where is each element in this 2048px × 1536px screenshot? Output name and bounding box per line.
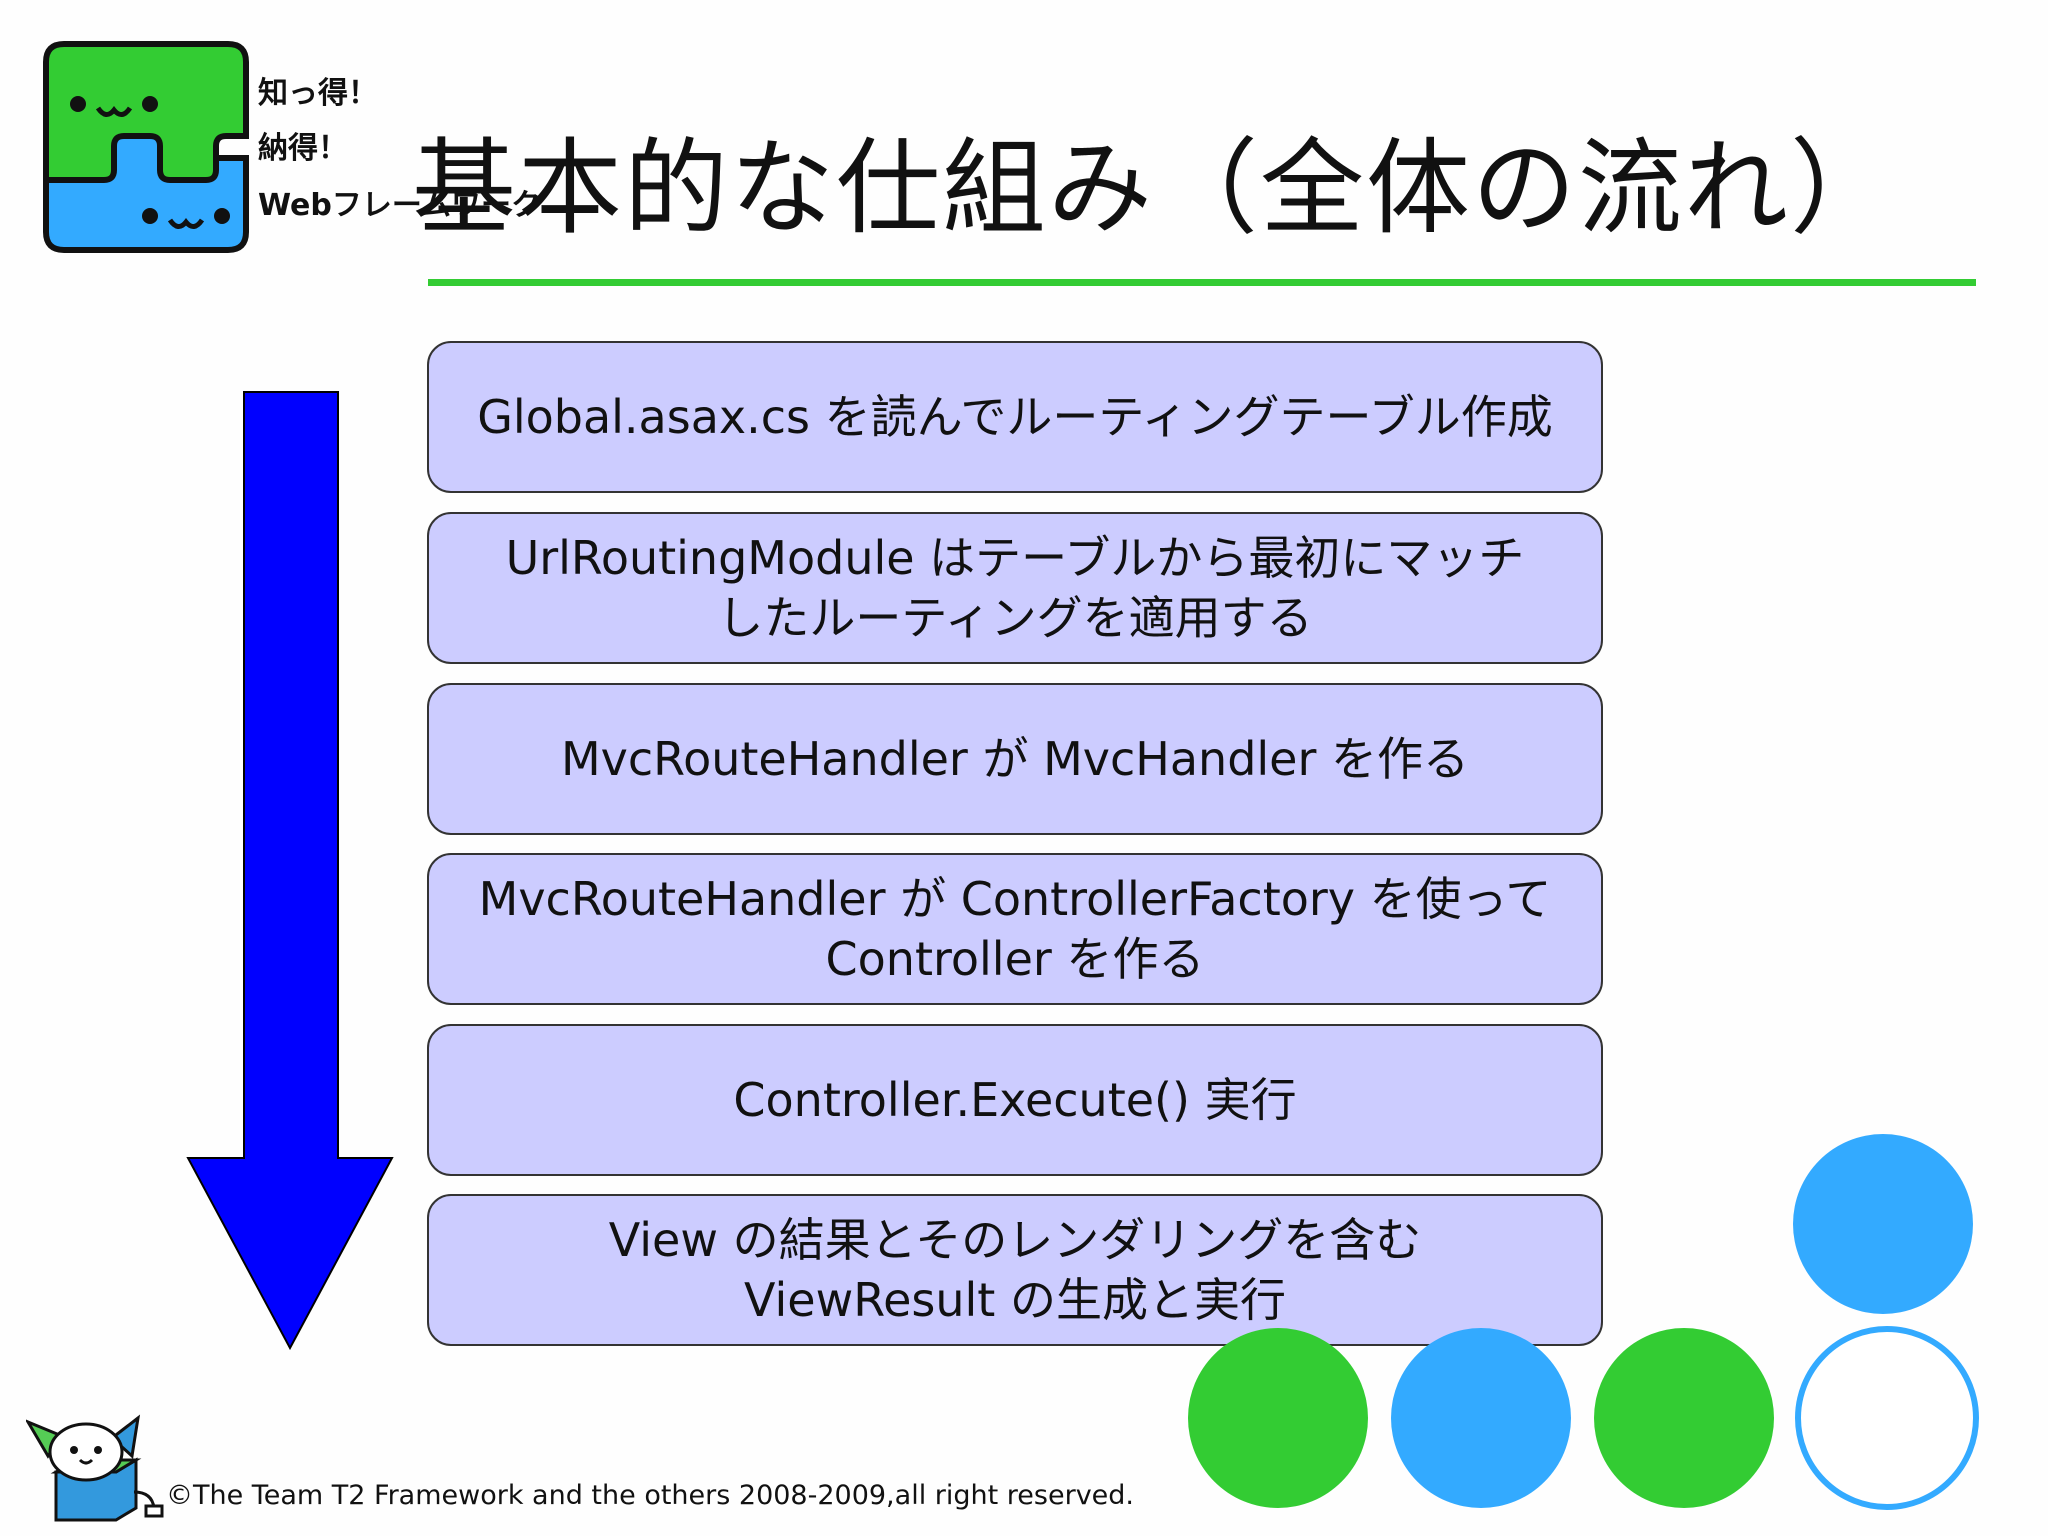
decorative-circle-green-1 <box>1188 1328 1368 1508</box>
logo-text-line-1: 知っ得！ <box>258 76 378 111</box>
flow-step-6-text: View の結果とそのレンダリングを含む ViewResult の生成と実行 <box>608 1213 1422 1327</box>
logo-text-line-2: 納得！ <box>258 131 348 166</box>
mascot-icon <box>26 1414 164 1522</box>
flow-step-1: Global.asax.cs を読んでルーティングテーブル作成 <box>427 341 1603 493</box>
flow-step-3-text: MvcRouteHandler が MvcHandler を作る <box>560 732 1470 786</box>
down-arrow-icon <box>186 391 394 1351</box>
flow-step-4-text: MvcRouteHandler が ControllerFactory を使って… <box>478 872 1552 986</box>
flow-step-2-text: UrlRoutingModule はテーブルから最初にマッチ したルーティングを… <box>505 531 1525 645</box>
flow-step-3: MvcRouteHandler が MvcHandler を作る <box>427 683 1603 835</box>
t2-logo-icon <box>43 41 249 253</box>
decorative-circle-blue-1 <box>1391 1328 1571 1508</box>
copyright-footer: ©The Team T2 Framework and the others 20… <box>166 1480 1135 1511</box>
decorative-circle-green-2 <box>1594 1328 1774 1508</box>
flow-step-2: UrlRoutingModule はテーブルから最初にマッチ したルーティングを… <box>427 512 1603 664</box>
slide-title: 基本的な仕組み（全体の流れ） <box>412 127 1897 249</box>
flow-step-4: MvcRouteHandler が ControllerFactory を使って… <box>427 853 1603 1005</box>
decorative-circle-ring <box>1795 1326 1979 1510</box>
flow-step-6: View の結果とそのレンダリングを含む ViewResult の生成と実行 <box>427 1194 1603 1346</box>
flow-step-1-text: Global.asax.cs を読んでルーティングテーブル作成 <box>477 390 1553 444</box>
decorative-circle-blue-top <box>1793 1134 1973 1314</box>
flow-step-5-text: Controller.Execute() 実行 <box>733 1073 1297 1127</box>
flow-step-5: Controller.Execute() 実行 <box>427 1024 1603 1176</box>
title-underline <box>428 279 1976 286</box>
logo-text-line-3: Webフレームワーク <box>258 188 541 223</box>
